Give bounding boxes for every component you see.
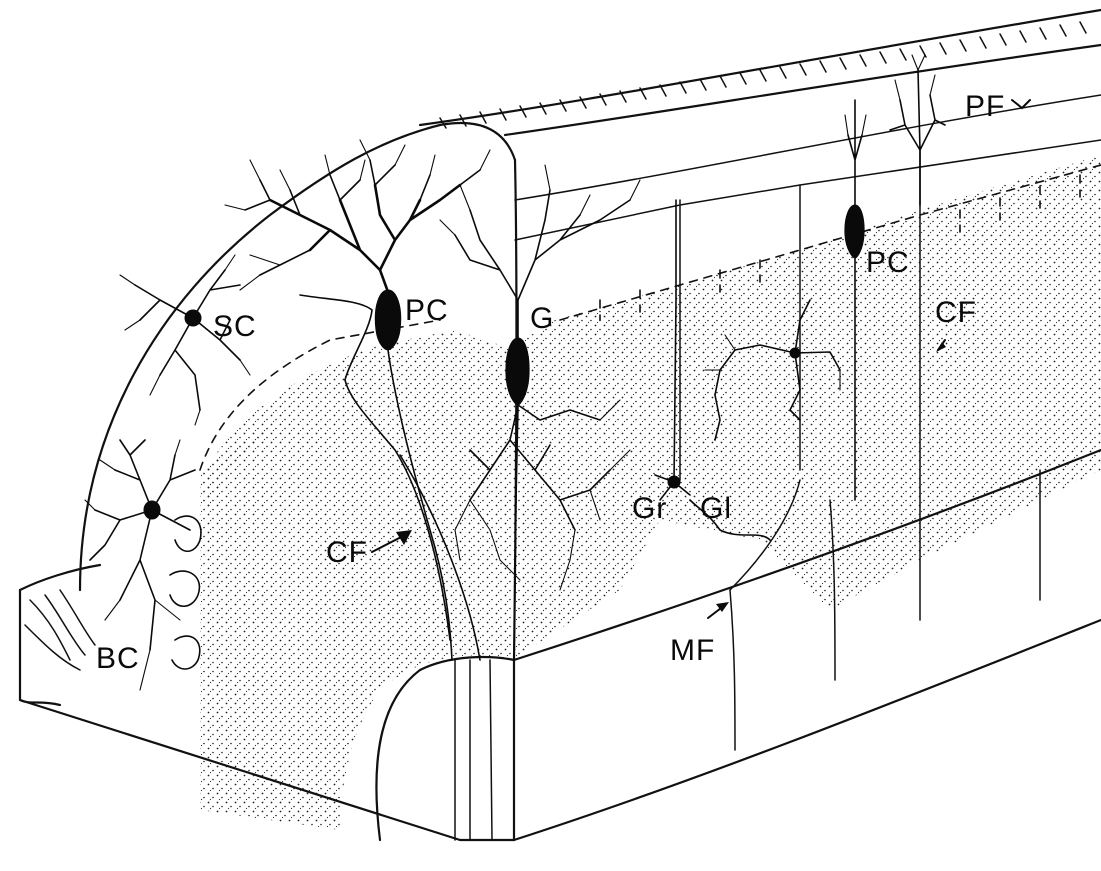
label-sc: SC [213, 310, 257, 343]
label-bc: BC [96, 642, 140, 675]
label-pc-side: PC [866, 246, 910, 279]
label-gl: Gl [700, 492, 732, 525]
label-pc-front: PC [405, 294, 449, 327]
label-cf-front: CF [326, 536, 368, 569]
granular-layer-top [515, 155, 1101, 610]
label-g: G [530, 302, 554, 335]
granular-layer-side [200, 330, 620, 830]
label-mf: MF [670, 634, 715, 667]
label-pf: PF [965, 90, 1005, 123]
label-cf-side: CF [935, 296, 977, 329]
label-gr: Gr [632, 492, 667, 525]
